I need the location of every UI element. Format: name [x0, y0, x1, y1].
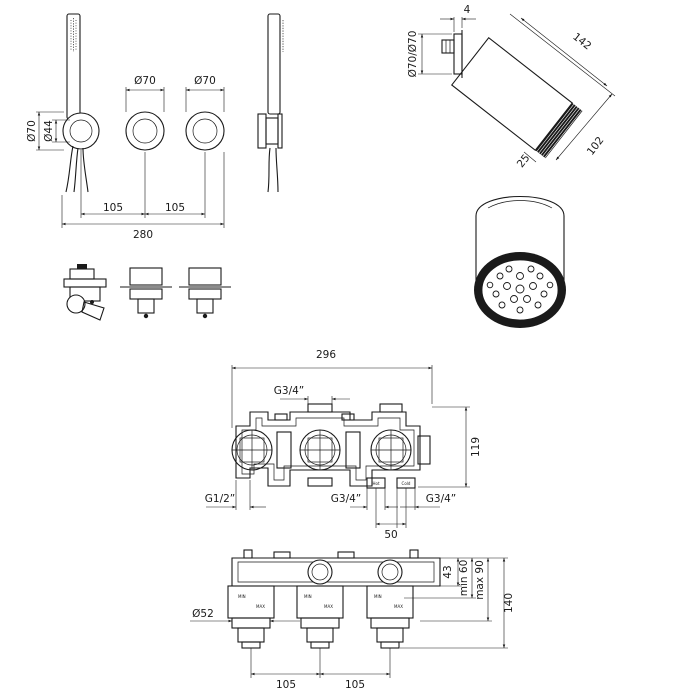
cartridge-left	[231, 429, 273, 471]
dim-bottom-spacing-right: 105	[345, 679, 365, 691]
dim-wall-gap: 4	[464, 4, 471, 16]
shower-head-side-view: 4 Ø70/Ø70 142 102 25	[407, 4, 616, 170]
max-mark-left: MAX	[256, 604, 265, 609]
max-mark-right: MAX	[394, 604, 403, 609]
cartridge-right	[370, 429, 412, 471]
shower-head-perspective	[474, 195, 566, 328]
cold-label: Cold	[402, 481, 411, 486]
cartridge-stack-left: MIN MAX	[227, 585, 275, 649]
dim-outlet-hot: G3/4”	[331, 493, 361, 505]
hand-shower-head-nozzles	[70, 18, 77, 52]
dim-depth-43: 43	[442, 565, 454, 578]
dim-bottom-spacing-left: 105	[276, 679, 296, 691]
dim-shower-ring: 25	[515, 152, 533, 170]
min-mark-middle: MIN	[304, 594, 312, 599]
cartridge-stack-middle: MIN MAX	[296, 585, 344, 649]
dim-shower-arm: 102	[585, 135, 607, 158]
hand-shower-holder	[62, 112, 100, 150]
dim-knob-left-diameter: Ø70	[134, 75, 156, 87]
dim-box-height: 119	[470, 437, 482, 457]
concealed-box-top-view: Hot Cold 296 G3/4” 119 G1/2” G3/4”	[205, 349, 482, 541]
dim-shower-body-diameter: Ø70/Ø70	[407, 31, 419, 78]
dim-outlet-cold: G3/4”	[426, 493, 456, 505]
dim-inlet-side: G1/2”	[205, 493, 235, 505]
dim-inlet-top: G3/4”	[274, 385, 304, 397]
dim-cartridge-diameter: Ø52	[192, 608, 214, 620]
cartridge-middle	[299, 429, 341, 471]
dim-overall-width: 280	[133, 229, 153, 241]
min-mark-right: MIN	[374, 594, 382, 599]
dim-spacing-right: 105	[165, 202, 185, 214]
dim-depth-max: max 90	[474, 560, 486, 600]
dim-hot-cold-spacing: 50	[384, 529, 397, 541]
max-mark-middle: MAX	[324, 604, 333, 609]
dim-depth-total: 140	[503, 593, 515, 613]
dim-spacing-left: 105	[103, 202, 123, 214]
dim-shower-length: 142	[570, 31, 593, 53]
dim-depth-min: min 60	[458, 560, 470, 597]
mixer-knob-left	[125, 111, 165, 151]
front-view: Ø70 Ø70 Ø70 Ø44 105 105 280	[26, 13, 225, 241]
shower-ring-knurl	[535, 102, 583, 159]
dim-knob-right-diameter: Ø70	[194, 75, 216, 87]
concealed-box-front-view: MIN MAX MIN MAX MIN MAX Ø52 4	[190, 549, 515, 691]
dim-box-width: 296	[316, 349, 336, 361]
hand-shower-side-view	[257, 13, 284, 193]
min-mark-left: MIN	[238, 594, 246, 599]
cartridge-stack-right: MIN MAX	[366, 585, 414, 649]
hand-shower-handle	[66, 13, 81, 120]
mixer-knob-right	[185, 111, 225, 151]
hot-label: Hot	[372, 481, 379, 486]
profile-views	[63, 264, 231, 321]
dim-holder-outer-diameter: Ø70	[26, 120, 38, 142]
dim-holder-inner-diameter: Ø44	[43, 120, 55, 142]
shower-nozzles	[486, 265, 554, 314]
hose	[65, 145, 74, 193]
